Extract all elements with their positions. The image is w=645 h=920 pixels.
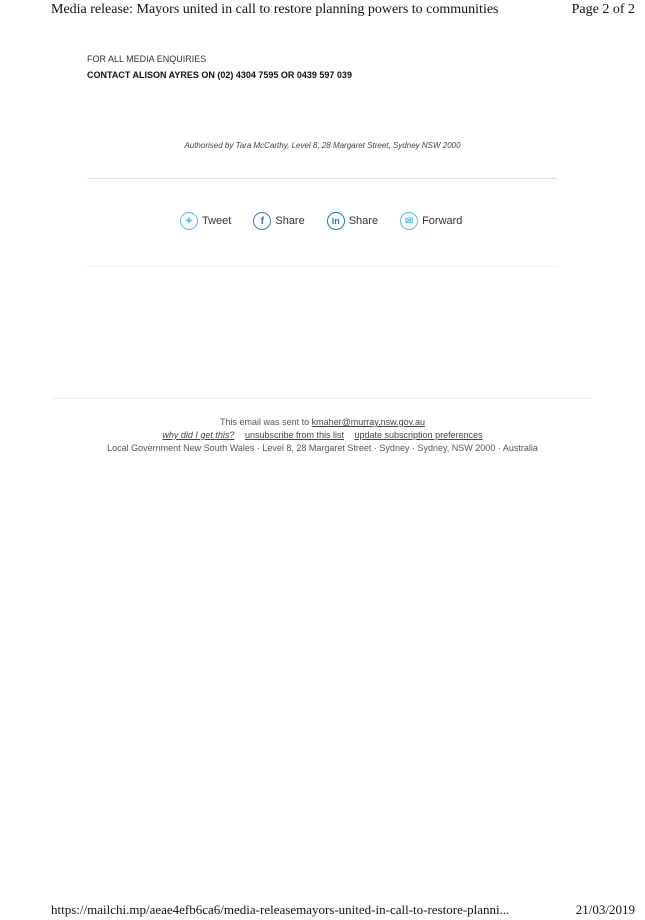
- linkedin-icon: in: [326, 212, 345, 230]
- facebook-icon: f: [253, 212, 272, 230]
- tweet-button[interactable]: ✦ Tweet: [180, 212, 231, 230]
- divider: [52, 398, 592, 399]
- share-label: Share: [275, 215, 305, 227]
- share-label: Share: [348, 215, 379, 227]
- running-header-title: Media release: Mayors united in call to …: [51, 2, 499, 17]
- divider: [87, 178, 557, 179]
- recipient-email-link[interactable]: kmaher@murray.nsw.gov.au: [311, 417, 425, 427]
- print-footer-url: https://mailchi.mp/aeae4efb6ca6/media-re…: [51, 902, 510, 917]
- share-label: Forward: [422, 215, 463, 227]
- print-footer-date: 21/03/2019: [575, 902, 635, 917]
- forward-button[interactable]: ✉Forward: [400, 212, 462, 230]
- media-enquiries-heading: FOR ALL MEDIA ENQUIRIES: [87, 54, 207, 64]
- print-footer: https://mailchi.mp/aeae4efb6ca6/media-re…: [51, 902, 635, 918]
- share-label: Tweet: [202, 215, 232, 227]
- update-preferences-link[interactable]: update subscription preferences: [354, 430, 483, 440]
- page-number: Page 2 of 2: [571, 2, 635, 17]
- authorisation-text: Authorised by Tara McCarthy, Level 8, 28…: [184, 141, 461, 150]
- email-icon: ✉: [400, 212, 419, 230]
- email-footer: This email was sent to kmaher@murray.nsw…: [0, 416, 645, 455]
- running-header: Media release: Mayors united in call to …: [51, 2, 635, 18]
- footer-address: Local Government New South Wales · Level…: [107, 443, 538, 453]
- sent-to-text: This email was sent to: [220, 417, 310, 427]
- divider: [87, 266, 557, 267]
- twitter-icon: ✦: [180, 212, 198, 230]
- why-link[interactable]: why did I get this?: [162, 430, 235, 440]
- media-contact: CONTACT ALISON AYRES ON (02) 4304 7595 O…: [87, 70, 352, 80]
- unsubscribe-link[interactable]: unsubscribe from this list: [244, 430, 344, 440]
